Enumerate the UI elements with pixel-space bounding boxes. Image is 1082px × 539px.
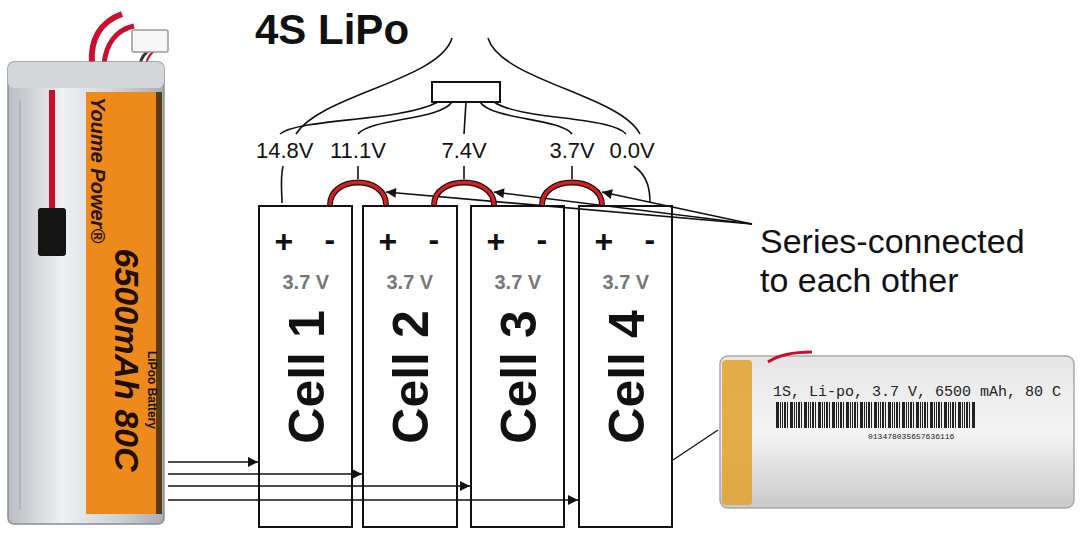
callout-arrow — [494, 192, 752, 224]
tap-wire — [281, 166, 283, 203]
feed-arrow — [168, 485, 470, 487]
cell-voltage: 3.7 V — [387, 271, 434, 294]
series-link — [434, 183, 494, 206]
pack-cap — [8, 62, 164, 88]
callout-arrow — [602, 192, 752, 224]
cell-box: +- 3.7 V Cell 1 — [258, 205, 353, 528]
cell-voltage: 3.7 V — [495, 271, 542, 294]
link-wire — [434, 183, 494, 206]
voltage-label: 14.8V — [256, 138, 314, 163]
link-outline — [434, 183, 494, 206]
voltage-label: 0.0V — [610, 138, 655, 163]
link-wire — [542, 183, 602, 206]
leader-line — [673, 430, 718, 460]
cell-box: +- 3.7 V Cell 4 — [578, 205, 673, 528]
tap-wire — [463, 166, 465, 179]
cell-box: +- 3.7 V Cell 3 — [470, 205, 565, 528]
terminal-sign: + — [595, 225, 614, 257]
terminal-sign: + — [487, 225, 506, 257]
cell-voltage: 3.7 V — [603, 271, 650, 294]
diagram-title: 4S LiPo — [255, 6, 409, 54]
pouch-body — [720, 356, 1074, 508]
pack-seam — [20, 100, 21, 510]
balance-wire — [464, 102, 466, 134]
link-outline — [330, 183, 386, 206]
battery-pack-photo — [8, 14, 168, 524]
balance-leads — [280, 38, 650, 203]
balance-wire — [358, 102, 452, 134]
balance-wire — [280, 102, 438, 134]
terminal-sign: + — [379, 225, 398, 257]
callout-arrow — [386, 192, 752, 224]
capacity-text: 6500mAh 80C — [109, 248, 143, 471]
power-wire — [104, 26, 134, 64]
single-cell-photo-art — [720, 352, 1074, 508]
cell-name: Cell 2 — [385, 310, 435, 443]
tap-wire — [571, 166, 573, 179]
tap-wire — [357, 166, 359, 179]
voltage-label: 7.4V — [442, 138, 487, 163]
pack-body — [8, 62, 164, 524]
single-cell-photo: 1S, Li-po, 3.7 V, 6500 mAh, 80 C 01347803… — [718, 352, 1076, 512]
tap-wire — [634, 166, 650, 203]
kapton-tape — [722, 360, 752, 505]
pack-label — [86, 92, 160, 514]
voltage-label: 11.1V — [330, 138, 386, 163]
terminal-sign: - — [429, 223, 440, 255]
series-link — [542, 183, 602, 206]
type-text: LiPoo Battery — [146, 351, 158, 429]
feed-arrow — [168, 461, 258, 463]
cell-voltage: 3.7 V — [283, 271, 330, 294]
cell-name: Cell 4 — [601, 310, 651, 443]
power-lead — [49, 90, 55, 212]
link-outline — [542, 183, 602, 206]
feed-arrow — [168, 473, 362, 475]
cell-name: Cell 1 — [281, 310, 331, 443]
cell-wire — [768, 352, 812, 362]
xt-connector — [38, 208, 66, 256]
terminal-sign: - — [645, 223, 656, 255]
main-lead — [488, 38, 640, 134]
callout-text: Series-connected to each other — [760, 222, 1060, 300]
balance-connector — [432, 82, 500, 102]
barcode — [775, 402, 975, 428]
battery-pack: Youme Power®6500mAh 80CLiPoo Battery — [0, 60, 168, 530]
balance-wire — [494, 102, 626, 134]
link-wire — [330, 183, 386, 206]
cell-print: 1S, Li-po, 3.7 V, 6500 mAh, 80 C — [773, 384, 1061, 401]
cell-box: +- 3.7 V Cell 2 — [362, 205, 458, 528]
feed-arrow — [168, 499, 578, 501]
terminal-sign: - — [325, 223, 336, 255]
brand-text: Youme Power® — [88, 97, 108, 243]
barcode-number: 013478035657636116 — [868, 432, 954, 441]
voltage-label: 3.7V — [550, 138, 595, 163]
series-link — [330, 183, 386, 206]
terminal-sign: - — [537, 223, 548, 255]
cell-name: Cell 3 — [493, 310, 543, 443]
pack-label-edge — [156, 92, 162, 514]
callout-arrows — [386, 192, 752, 224]
balance-plug — [132, 30, 168, 52]
terminal-sign: + — [275, 225, 294, 257]
